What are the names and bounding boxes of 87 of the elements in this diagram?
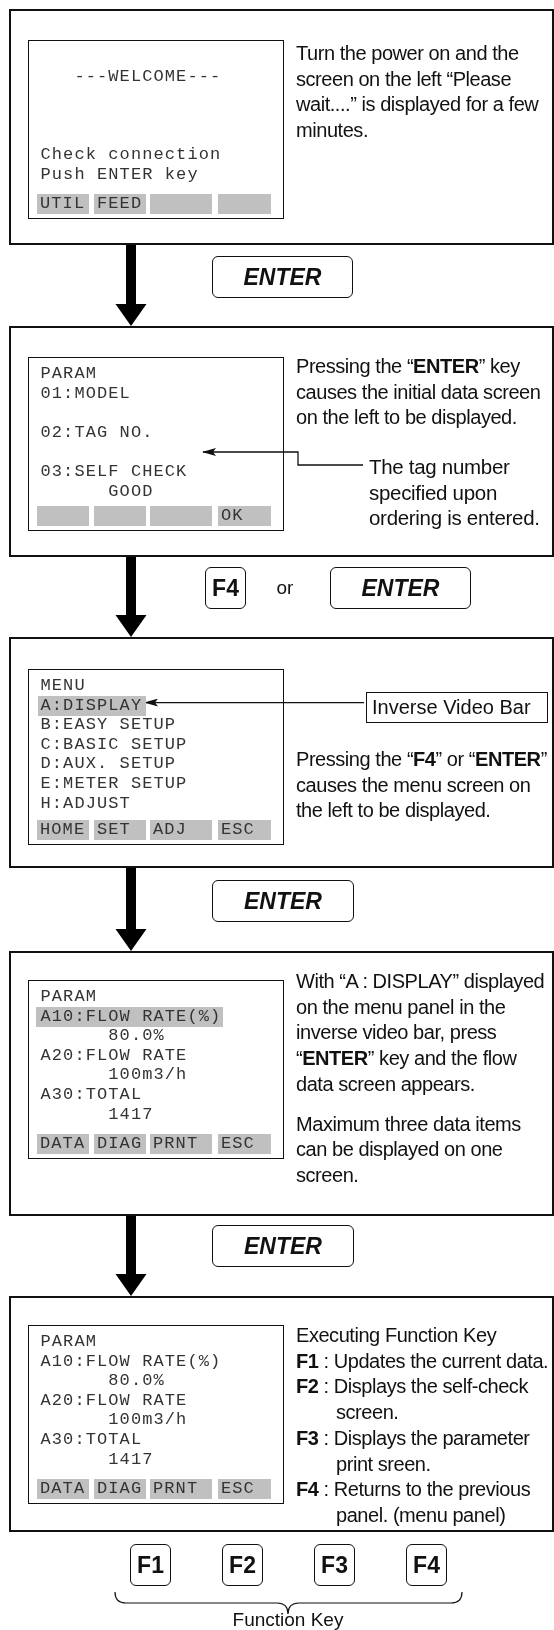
keyboard-key: ENTER bbox=[212, 1225, 354, 1267]
screen-text: 100m3/h bbox=[108, 1410, 188, 1431]
lcd-screen bbox=[28, 357, 284, 531]
screen-text: A30:TOTAL bbox=[40, 1085, 143, 1105]
keyboard-key: ENTER bbox=[212, 256, 353, 298]
screen-text: A20:FLOW RATE bbox=[40, 1390, 188, 1411]
soft-key: SET bbox=[94, 820, 146, 840]
screen-text: 1417 bbox=[108, 1449, 154, 1470]
flow-arrow bbox=[115, 557, 147, 637]
callout-box: Inverse Video Bar bbox=[366, 692, 548, 723]
screen-text: A20:FLOW RATE bbox=[40, 1045, 188, 1066]
description-text: Executing Function Key bbox=[296, 1323, 498, 1348]
screen-text: MENU bbox=[40, 676, 86, 696]
screen-text: H:ADJUST bbox=[40, 793, 131, 814]
step-panel bbox=[9, 1296, 554, 1532]
screen-text: PARAM bbox=[40, 1332, 97, 1352]
soft-key: ESC bbox=[218, 1134, 271, 1154]
keyboard-key: ENTER bbox=[330, 567, 471, 609]
screen-text: C:BASIC SETUP bbox=[40, 734, 188, 755]
keyboard-key: F4 bbox=[406, 1544, 447, 1586]
description-text: F4 : Returns to the previous panel. (menu panel) bbox=[296, 1477, 532, 1528]
screen-text: GOOD bbox=[108, 481, 154, 502]
lcd-screen bbox=[28, 669, 284, 845]
screen-text: B:EASY SETUP bbox=[40, 715, 177, 736]
screen-text: 80.0% bbox=[108, 1026, 165, 1047]
soft-key bbox=[150, 194, 212, 214]
keyboard-key: F4 bbox=[205, 567, 246, 609]
lcd-screen bbox=[28, 980, 284, 1159]
soft-key bbox=[37, 506, 89, 526]
soft-key: ESC bbox=[218, 1479, 271, 1499]
soft-key: DATA bbox=[37, 1134, 89, 1154]
keyboard-key: F3 bbox=[314, 1544, 355, 1586]
soft-key: ESC bbox=[218, 820, 271, 840]
step-panel bbox=[9, 9, 554, 245]
leader-line bbox=[202, 448, 364, 466]
screen-text: A30:TOTAL bbox=[40, 1430, 143, 1450]
description-text: Pressing the “F4” or “ENTER” causes the menu screen on the left to be displayed. bbox=[296, 747, 548, 824]
screen-text: PARAM bbox=[40, 364, 97, 384]
label-text: Function Key bbox=[231, 1610, 345, 1630]
keyboard-key: F2 bbox=[222, 1544, 263, 1586]
screen-text: 01:MODEL bbox=[40, 383, 131, 404]
soft-key: OK bbox=[218, 506, 271, 526]
screen-text: ---WELCOME--- bbox=[74, 66, 222, 87]
lcd-screen bbox=[28, 1325, 284, 1504]
description-text: F2 : Displays the self-check screen. bbox=[296, 1374, 530, 1426]
soft-key: UTIL bbox=[37, 194, 89, 214]
description-text: F1 : Updates the current data. bbox=[296, 1348, 550, 1374]
step-panel bbox=[9, 326, 554, 557]
screen-text: E:METER SETUP bbox=[40, 774, 188, 794]
soft-key: PRNT bbox=[150, 1479, 212, 1499]
soft-key: PRNT bbox=[150, 1134, 212, 1154]
soft-key: FEED bbox=[94, 194, 146, 214]
highlight-bar: A:DISPLAY bbox=[38, 695, 146, 716]
description-text: Maximum three data items can be displayed on one screen. bbox=[296, 1111, 522, 1188]
keyboard-key: ENTER bbox=[212, 880, 354, 922]
soft-key: DIAG bbox=[94, 1134, 146, 1154]
label-text: or bbox=[275, 578, 295, 598]
description-text: Pressing the “ENTER” key causes the initial data screen on the left to be displayed. bbox=[296, 354, 542, 431]
screen-text: Check connection bbox=[40, 145, 222, 165]
soft-key: ADJ bbox=[150, 820, 212, 840]
screen-text: 02:TAG NO. bbox=[40, 422, 154, 443]
flow-arrow bbox=[115, 245, 147, 326]
step-panel bbox=[9, 637, 554, 868]
soft-key bbox=[150, 506, 212, 526]
screen-text: 100m3/h bbox=[108, 1065, 188, 1086]
description-text: With “A : DISPLAY” displayed on the menu panel in the inverse video bar, press “ENTER” key and the flow data screen appears. bbox=[296, 969, 546, 1097]
keyboard-key: F1 bbox=[130, 1544, 171, 1586]
soft-key bbox=[94, 506, 146, 526]
flow-arrow bbox=[115, 868, 147, 951]
callout-text: The tag number specified upon ordering is entered. bbox=[369, 454, 554, 532]
screen-text: Push ENTER key bbox=[40, 164, 199, 185]
soft-key: HOME bbox=[37, 820, 89, 840]
description-text: Turn the power on and the screen on the left “Please wait....” is displayed for a few minutes. bbox=[296, 41, 540, 144]
screen-text: 80.0% bbox=[108, 1371, 165, 1392]
screen-text: PARAM bbox=[40, 987, 97, 1007]
description-text: F3 : Displays the parameter print sreen. bbox=[296, 1425, 531, 1477]
screen-text: 03:SELF CHECK bbox=[40, 462, 188, 482]
flow-arrow bbox=[115, 1216, 147, 1296]
lcd-screen bbox=[28, 40, 284, 219]
highlight-bar: A10:FLOW RATE(%) bbox=[36, 1006, 223, 1027]
screen-text: A10:FLOW RATE(%) bbox=[40, 1351, 222, 1372]
soft-key: DATA bbox=[37, 1479, 89, 1499]
soft-key bbox=[218, 194, 271, 214]
step-panel bbox=[9, 951, 554, 1216]
screen-text: D:AUX. SETUP bbox=[40, 754, 177, 775]
screen-text: 1417 bbox=[108, 1104, 154, 1125]
soft-key: DIAG bbox=[94, 1479, 146, 1499]
